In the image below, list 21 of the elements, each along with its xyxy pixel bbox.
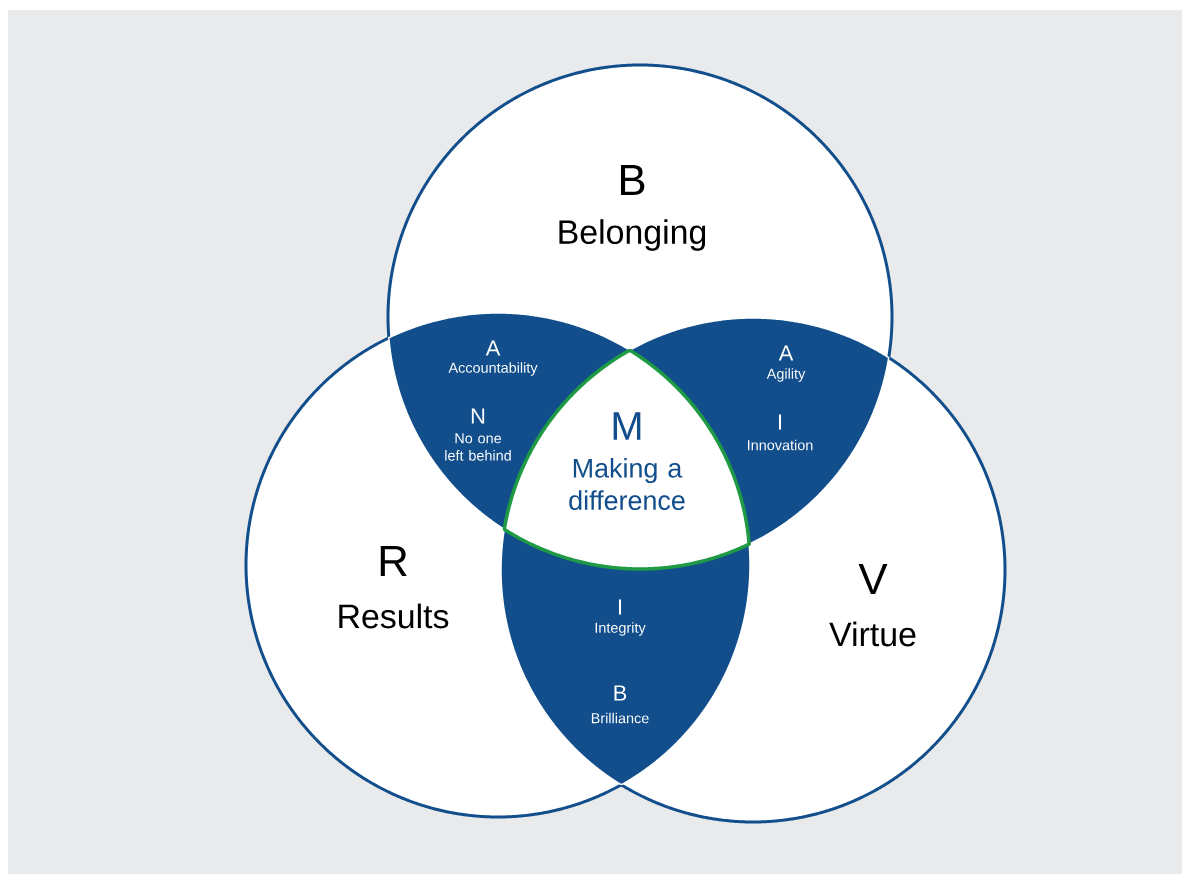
letter: R	[380, 545, 407, 577]
circle-label: Virtue	[829, 621, 916, 647]
letter: I	[779, 414, 781, 430]
value-label: No one left behind	[445, 433, 511, 461]
letter: A	[778, 345, 794, 361]
lens-region	[500, 528, 751, 786]
circle-label: Belonging	[559, 219, 706, 251]
letter: B	[614, 685, 627, 701]
value-label: Agility	[766, 368, 806, 382]
letter: A	[485, 340, 501, 356]
value-label: Integrity	[595, 622, 646, 636]
letter: V	[858, 563, 888, 595]
letter: I	[619, 599, 621, 615]
center-label: Making a difference	[569, 457, 685, 510]
value-label: Innovation	[748, 439, 813, 451]
letter: N	[471, 408, 485, 424]
value-label: Accountability	[448, 362, 538, 376]
letter: M	[613, 412, 641, 440]
circle-label: Results	[339, 603, 449, 629]
letter: B	[621, 164, 645, 196]
value-label: Brilliance	[591, 712, 649, 724]
